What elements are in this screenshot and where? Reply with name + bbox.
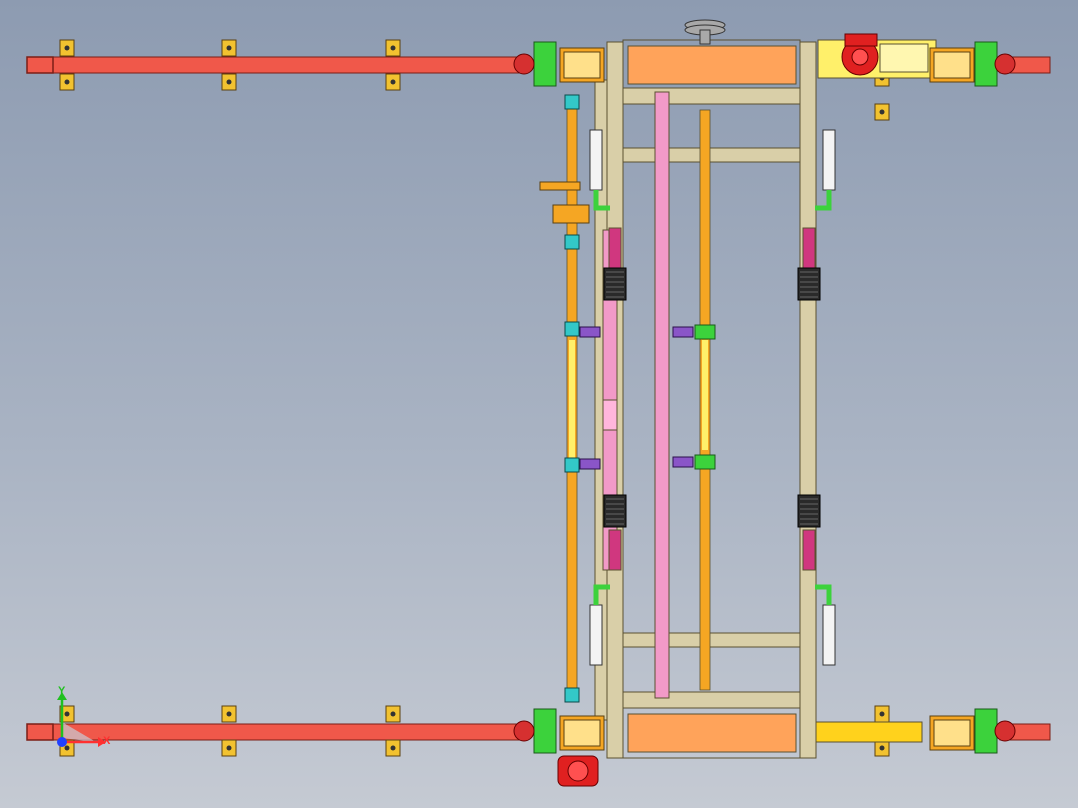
- x-axis-label: X: [103, 735, 111, 747]
- bracket-bolt: [226, 711, 232, 717]
- bottom-red-shaft: [26, 723, 528, 741]
- wheel-face: [933, 51, 971, 79]
- pad-body: [603, 267, 627, 301]
- end-bearings: [513, 41, 1016, 754]
- shaft-brackets: [59, 39, 890, 757]
- bracket-bolt: [64, 45, 70, 51]
- pad-body: [797, 494, 821, 528]
- pad-body: [603, 494, 627, 528]
- axis-triad: [57, 692, 106, 747]
- wheel-face: [563, 719, 601, 747]
- black-pad: [797, 267, 821, 301]
- bracket-bolt: [879, 109, 885, 115]
- purple-coupling: [672, 326, 694, 338]
- green-coupling: [694, 454, 716, 470]
- bracket-bolt: [64, 745, 70, 751]
- purple-coupling: [579, 458, 601, 470]
- magenta-cylinders: [608, 227, 816, 571]
- purple-coupling: [579, 326, 601, 338]
- green-bearing-block: [533, 708, 557, 754]
- bracket-bolt: [226, 45, 232, 51]
- wheel-face: [933, 719, 971, 747]
- cyan-coupling: [564, 457, 580, 473]
- cyan-coupling: [564, 94, 580, 110]
- green-bearing-block: [974, 41, 998, 87]
- red-end-cap: [994, 53, 1016, 75]
- red-end-cap: [994, 720, 1016, 742]
- green-bearing-block: [533, 41, 557, 87]
- sprocket: [552, 204, 590, 224]
- wheel-face: [563, 51, 601, 79]
- black-pad: [603, 494, 627, 528]
- bracket-bolt: [390, 79, 396, 85]
- bracket-bolt: [226, 745, 232, 751]
- pad-body: [797, 267, 821, 301]
- black-pads: [603, 267, 821, 528]
- bracket-bolt: [64, 711, 70, 717]
- bracket-bolt: [879, 745, 885, 751]
- bottom-orange-panel: [627, 713, 797, 753]
- cyan-coupling: [564, 234, 580, 250]
- bracket-bolt: [879, 711, 885, 717]
- bottom-motor: [557, 755, 599, 787]
- pink-beams: [602, 91, 670, 699]
- top-orange-panel: [627, 45, 797, 85]
- shaft-couplings: [539, 94, 716, 703]
- right-vertical-shaft: [699, 109, 711, 691]
- top-right-motor-assembly: [817, 33, 937, 79]
- purple-coupling: [672, 456, 694, 468]
- bracket-bolt: [390, 711, 396, 717]
- y-axis-label: Y: [58, 685, 66, 697]
- bracket-bolt: [390, 745, 396, 751]
- black-pad: [797, 494, 821, 528]
- red-end-cap: [513, 720, 535, 742]
- cyan-coupling: [564, 321, 580, 337]
- yellow-right-bar: [815, 721, 923, 743]
- green-bearing-block: [974, 708, 998, 754]
- cyan-coupling: [564, 687, 580, 703]
- top-pulley: [684, 19, 726, 45]
- red-end-cap: [513, 53, 535, 75]
- pneumatic-cylinders: [589, 129, 836, 666]
- green-coupling: [694, 324, 716, 340]
- black-pad: [603, 267, 627, 301]
- bracket-bolt: [390, 45, 396, 51]
- bracket-bolt: [64, 79, 70, 85]
- wheel-bearings: [559, 47, 975, 751]
- bracket-bolt: [226, 79, 232, 85]
- top-red-shaft: [26, 56, 528, 74]
- lever-arm: [539, 181, 581, 191]
